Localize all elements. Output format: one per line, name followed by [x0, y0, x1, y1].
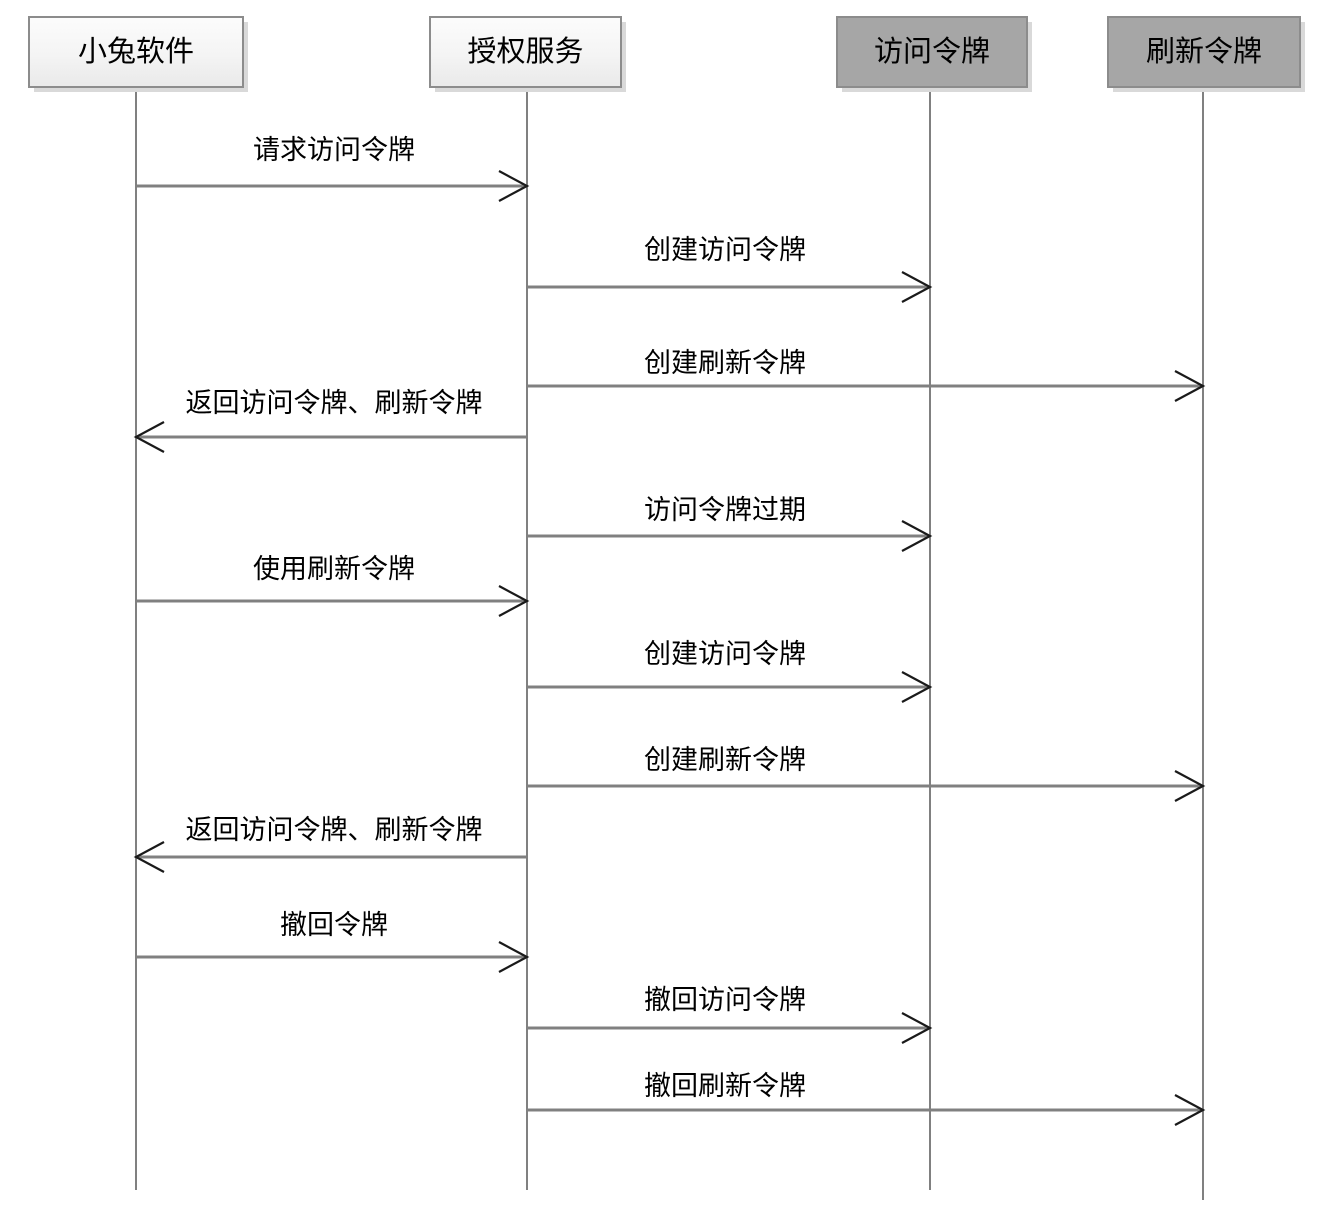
arrowhead-icon	[901, 1012, 933, 1044]
arrowhead-icon	[498, 585, 530, 617]
messages-layer	[133, 170, 1206, 1126]
message-label-6: 使用刷新令牌	[253, 554, 415, 585]
participant-label-auth: 授权服务	[467, 34, 583, 68]
message-label-7: 创建访问令牌	[644, 639, 806, 670]
message-5-auth-to-access_token[interactable]	[527, 520, 933, 552]
participants-layer: 小兔软件 授权服务 访问令牌 刷新令牌	[28, 16, 1305, 92]
arrowhead-icon	[901, 271, 933, 303]
participant-box[interactable]	[836, 16, 1028, 88]
participant-box[interactable]	[429, 16, 622, 88]
message-4-auth-to-client[interactable]	[133, 421, 527, 453]
arrowhead-icon	[498, 170, 530, 202]
message-9-auth-to-client[interactable]	[133, 841, 527, 873]
participant-box[interactable]	[28, 16, 244, 88]
arrowhead-icon	[133, 841, 165, 873]
arrowhead-icon	[901, 671, 933, 703]
message-label-9: 返回访问令牌、刷新令牌	[186, 815, 483, 846]
message-label-4: 返回访问令牌、刷新令牌	[186, 388, 483, 419]
participant-refresh_token[interactable]: 刷新令牌	[1107, 16, 1305, 92]
message-1-client-to-auth[interactable]	[136, 170, 530, 202]
message-label-2: 创建访问令牌	[644, 235, 806, 266]
message-label-10: 撤回令牌	[280, 910, 388, 941]
participant-client[interactable]: 小兔软件	[28, 16, 248, 92]
participant-label-client: 小兔软件	[78, 34, 194, 68]
message-10-client-to-auth[interactable]	[136, 941, 530, 973]
message-8-auth-to-refresh_token[interactable]	[527, 770, 1206, 802]
message-label-12: 撤回刷新令牌	[644, 1071, 806, 1102]
message-6-client-to-auth[interactable]	[136, 585, 530, 617]
participant-auth[interactable]: 授权服务	[429, 16, 626, 92]
message-label-1: 请求访问令牌	[253, 135, 415, 166]
message-label-11: 撤回访问令牌	[644, 985, 806, 1016]
arrowhead-icon	[901, 520, 933, 552]
arrowhead-icon	[1174, 1094, 1206, 1126]
message-7-auth-to-access_token[interactable]	[527, 671, 933, 703]
message-labels-layer: 请求访问令牌创建访问令牌创建刷新令牌返回访问令牌、刷新令牌访问令牌过期使用刷新令…	[186, 135, 807, 1102]
message-2-auth-to-access_token[interactable]	[527, 271, 933, 303]
participant-box[interactable]	[1107, 16, 1301, 88]
message-11-auth-to-access_token[interactable]	[527, 1012, 933, 1044]
arrowhead-icon	[133, 421, 165, 453]
message-12-auth-to-refresh_token[interactable]	[527, 1094, 1206, 1126]
participant-label-refresh_token: 刷新令牌	[1146, 34, 1262, 68]
participant-label-access_token: 访问令牌	[874, 34, 990, 68]
arrowhead-icon	[1174, 370, 1206, 402]
message-label-5: 访问令牌过期	[644, 495, 806, 526]
arrowhead-icon	[498, 941, 530, 973]
participant-access_token[interactable]: 访问令牌	[836, 16, 1032, 92]
arrowhead-icon	[1174, 770, 1206, 802]
message-3-auth-to-refresh_token[interactable]	[527, 370, 1206, 402]
message-label-8: 创建刷新令牌	[644, 745, 806, 776]
message-label-3: 创建刷新令牌	[644, 348, 806, 379]
lifelines-layer	[135, 87, 1204, 1200]
